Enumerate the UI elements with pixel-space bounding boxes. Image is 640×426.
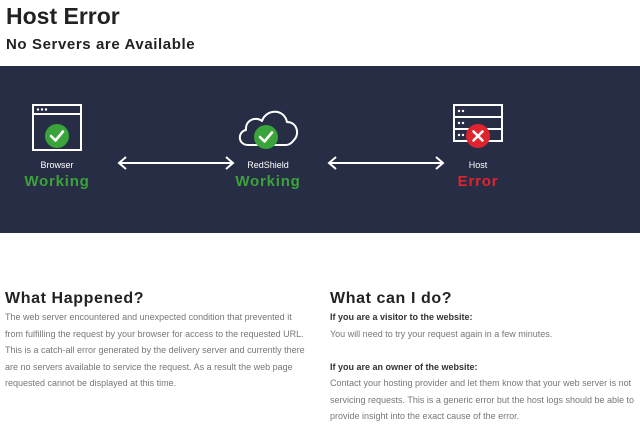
host-status: Error <box>457 173 499 190</box>
status-banner: Browser Working RedShield Working <box>0 66 640 233</box>
what-can-i-do-section: What can I do? If you are a visitor to t… <box>330 289 636 425</box>
what-can-i-do-heading: What can I do? <box>330 290 453 307</box>
host-node: Host Error <box>418 102 538 191</box>
what-happened-text: The web server encountered and unexpecte… <box>5 312 305 388</box>
browser-status: Working <box>24 173 90 190</box>
cloud-icon <box>238 110 299 149</box>
x-badge-icon <box>466 124 490 148</box>
double-arrow-icon <box>327 156 445 170</box>
double-arrow-icon <box>117 156 235 170</box>
visitor-label: If you are a visitor to the website: <box>330 312 473 322</box>
what-happened-section: What Happened? The web server encountere… <box>5 289 305 392</box>
check-badge-icon <box>254 125 278 149</box>
browser-window-icon <box>32 104 82 151</box>
visitor-text: You will need to try your request again … <box>330 328 553 339</box>
page-title: Host Error <box>6 3 120 29</box>
host-label: Host <box>468 160 488 170</box>
redshield-node: RedShield Working <box>208 102 328 191</box>
owner-text: Contact your hosting provider and let th… <box>330 378 635 421</box>
redshield-status: Working <box>235 173 301 190</box>
server-rack-icon <box>453 104 503 148</box>
what-happened-heading: What Happened? <box>5 290 145 307</box>
page-subtitle: No Servers are Available <box>6 36 196 53</box>
spacer <box>330 342 636 359</box>
redshield-label: RedShield <box>247 160 289 170</box>
browser-node: Browser Working <box>0 102 117 191</box>
check-badge-icon <box>45 124 69 148</box>
browser-label: Browser <box>40 160 74 170</box>
owner-label: If you are an owner of the website: <box>330 361 478 372</box>
